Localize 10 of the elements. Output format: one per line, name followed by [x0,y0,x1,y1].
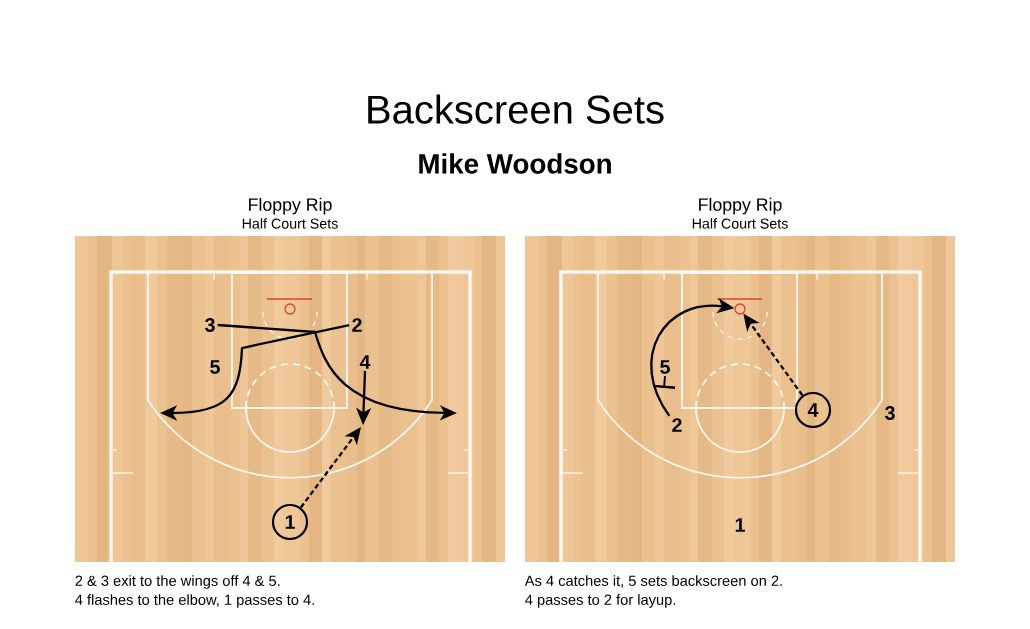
caption-text: As 4 catches it, 5 sets backscreen on 2. [524,575,782,588]
title: Backscreen Sets [368,94,664,124]
play-subtitle: Half Court Sets [242,218,338,229]
play-title: Floppy Rip [249,197,332,215]
caption-text: 4 passes to 2 for layup. [525,594,676,608]
subtitle: Mike Woodson [419,153,611,174]
play-subtitle: Half Court Sets [692,218,788,229]
caption-text: 2 & 3 exit to the wings off 4 & 5. [75,575,280,589]
play-title: Floppy Rip [699,197,782,215]
caption-text: 4 flashes to the elbow, 1 passes to 4. [75,594,314,608]
